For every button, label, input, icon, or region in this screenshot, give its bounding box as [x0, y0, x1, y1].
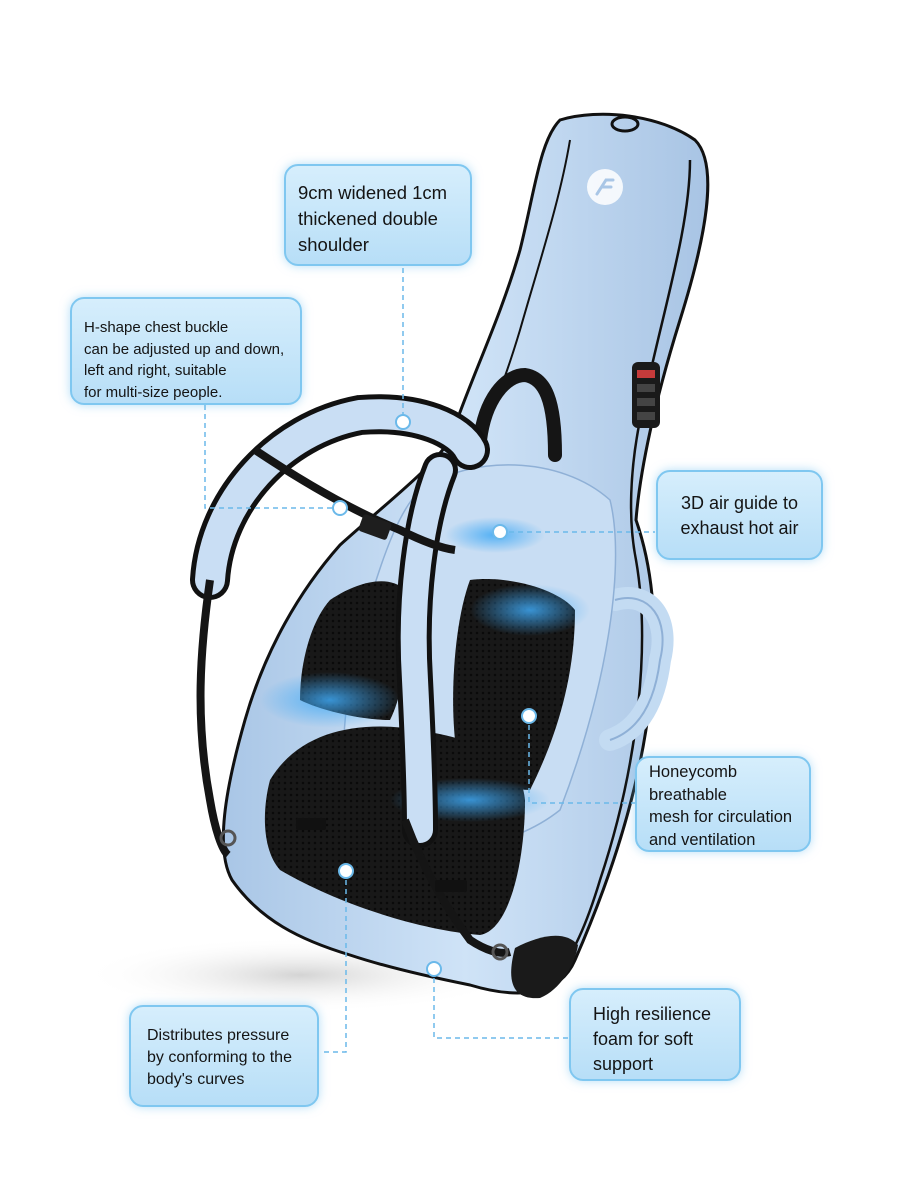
- dot-air: [492, 524, 508, 540]
- strap-clip-lower-left: [296, 818, 326, 830]
- airflow-glow-right: [470, 584, 590, 636]
- leader-foam: [433, 969, 569, 1039]
- dot-mesh: [521, 708, 537, 724]
- dot-pressure: [338, 863, 354, 879]
- indicator-dots: [332, 414, 537, 977]
- metal-hook: [219, 829, 237, 847]
- callout-foam: High resilience foam for soft support: [569, 988, 741, 1081]
- callout-air-guide: 3D air guide to exhaust hot air: [656, 470, 823, 560]
- chest-buckle: [358, 514, 392, 540]
- leader-pressure: [320, 871, 347, 1053]
- callout-shoulder: 9cm widened 1cm thickened double shoulde…: [284, 164, 472, 266]
- dot-foam: [426, 961, 442, 977]
- dot-shoulder: [395, 414, 411, 430]
- bottom-foot: [511, 935, 578, 999]
- leader-mesh: [528, 716, 635, 804]
- strap-clip-lower-right: [435, 880, 467, 892]
- case-piping: [554, 159, 692, 976]
- dot-buckle: [332, 500, 348, 516]
- right-strap-webbing: [401, 818, 512, 957]
- leader-lines: [204, 268, 655, 1053]
- top-loop: [610, 115, 640, 133]
- airflow-glow-left: [260, 672, 400, 728]
- brand-logo-icon: [587, 169, 623, 205]
- combination-lock-icon: [632, 362, 660, 428]
- leader-buckle: [204, 405, 340, 509]
- top-handle: [473, 367, 562, 462]
- callout-chest-buckle: H-shape chest buckle can be adjusted up …: [70, 297, 302, 405]
- callout-mesh: Honeycomb breathable mesh for circulatio…: [635, 756, 811, 852]
- metal-hook-right: [491, 943, 509, 961]
- callout-pressure: Distributes pressure by conforming to th…: [129, 1005, 319, 1107]
